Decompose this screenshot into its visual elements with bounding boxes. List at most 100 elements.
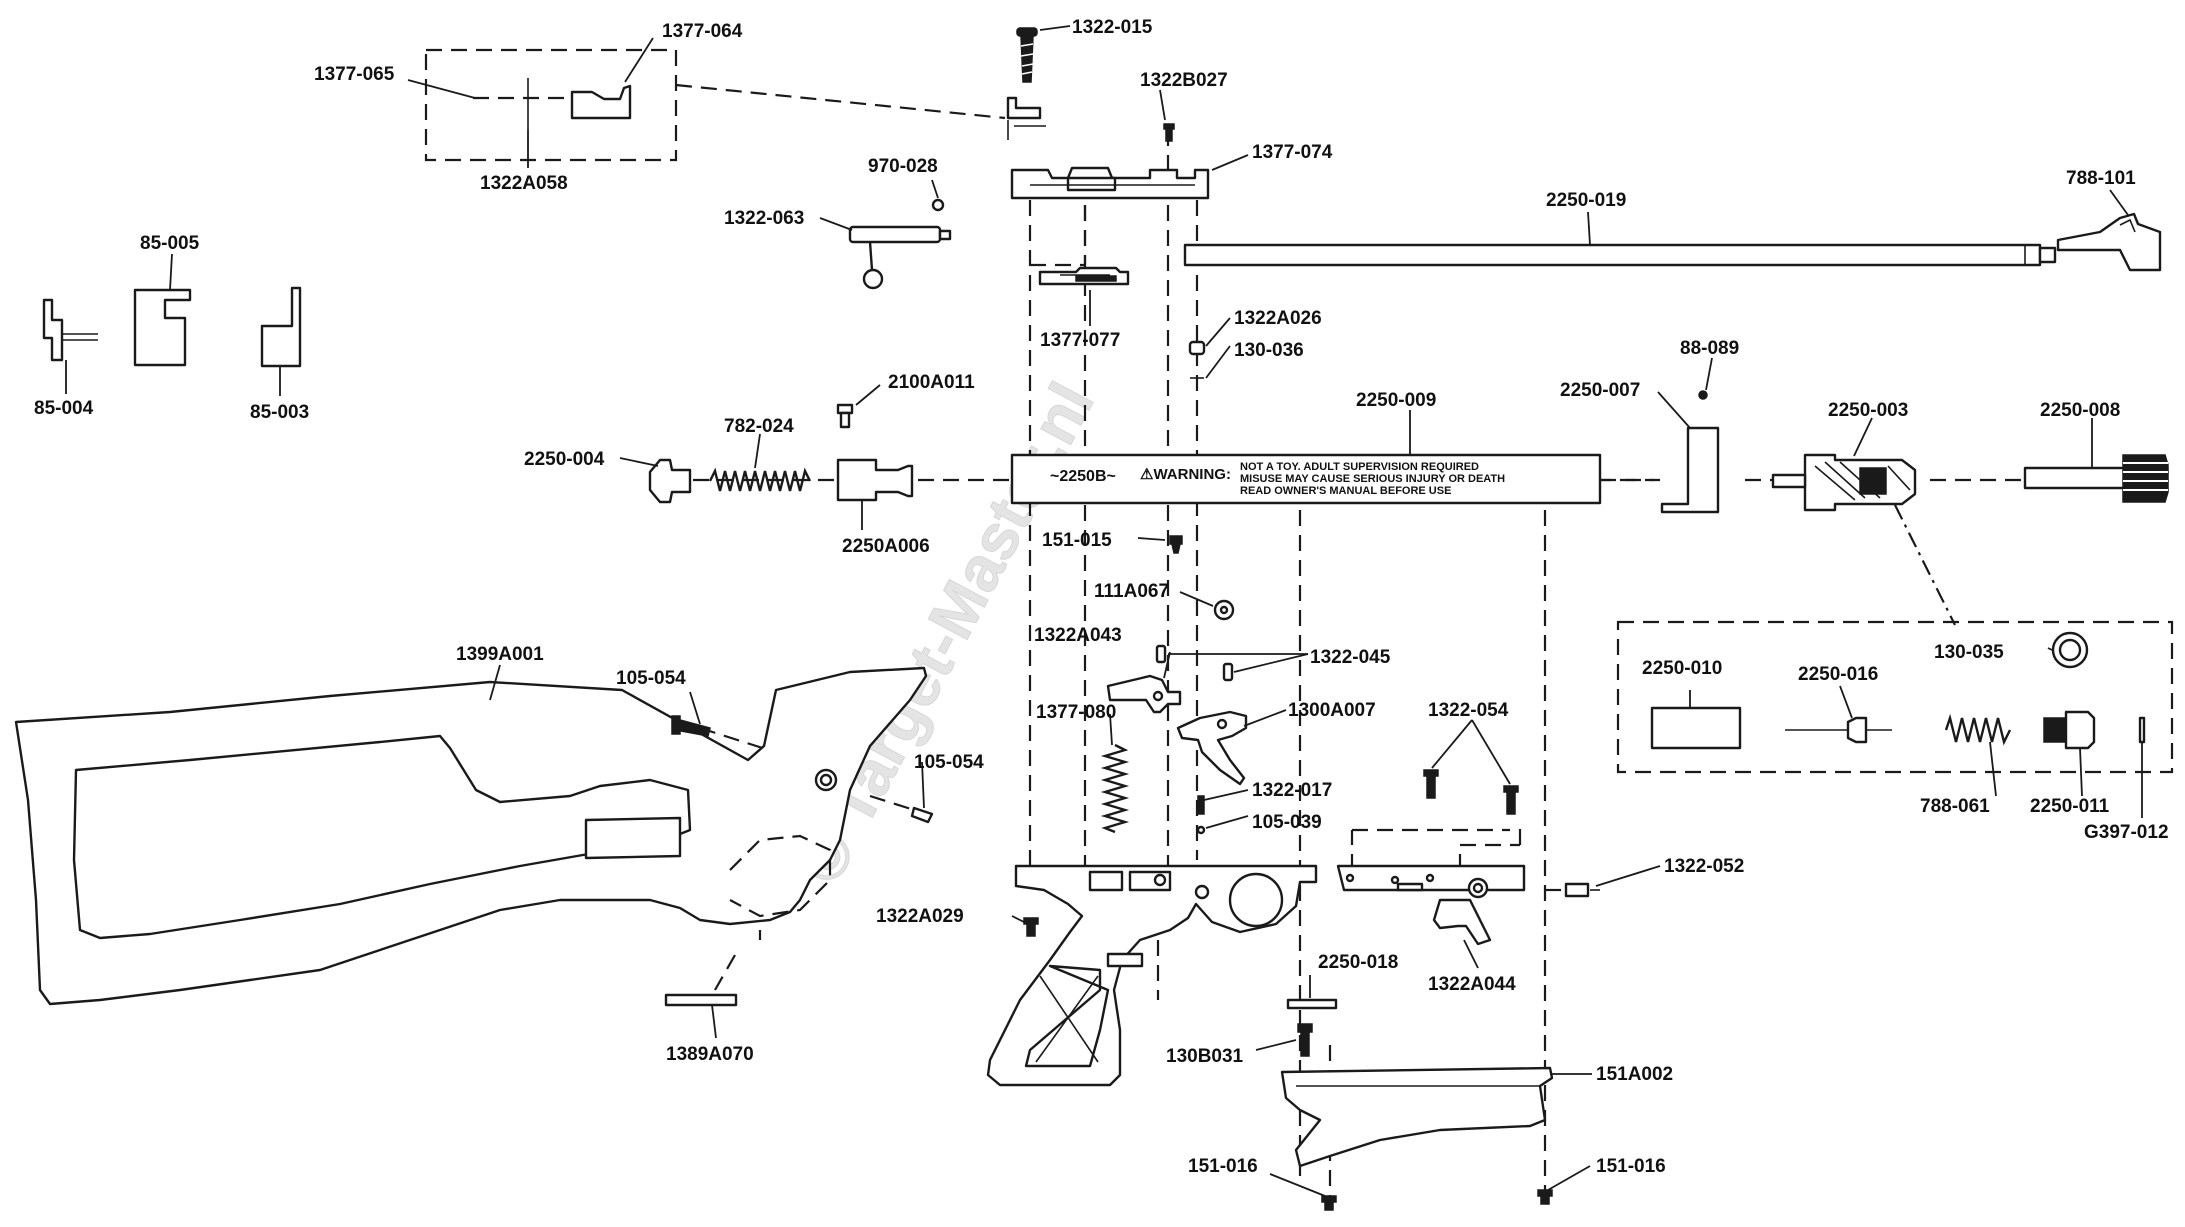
firing-pin-detail-box: [1616, 620, 2174, 774]
label-1300A007: 1300A007: [1288, 700, 1376, 721]
screw-151-016-b: [1537, 1189, 1553, 1205]
shoulder-stock: [14, 666, 928, 1006]
bolt-latch: [1038, 266, 1130, 286]
label-1322-054: 1322-054: [1428, 700, 1509, 721]
seal-G397-012: [2138, 716, 2146, 744]
label-88-089: 88-089: [1680, 338, 1739, 359]
screw-1322B027: [1163, 123, 1175, 142]
assembly-lines: [473, 83, 2025, 1200]
label-111A067: 111A067: [1094, 581, 1169, 602]
label-1322A029: 1322A029: [876, 906, 964, 927]
valve-assembly: [1771, 453, 1917, 512]
oring-130-035: [2051, 631, 2089, 669]
forend: [1280, 1066, 1554, 1168]
warning-line-3: READ OWNER'S MANUAL BEFORE USE: [1240, 485, 1451, 497]
washer-111A067: [1213, 599, 1235, 621]
label-1377-074: 1377-074: [1252, 142, 1333, 163]
barrel: [1183, 243, 2057, 267]
model-marking: ~2250B~: [1050, 468, 1116, 485]
label-130-036: 130-036: [1234, 340, 1304, 361]
screw-130B031: [1297, 1023, 1313, 1057]
rear-sight-elevator: [1006, 96, 1046, 140]
pin-1322-045-a: [1155, 644, 1167, 664]
sight-part-85-005: [133, 288, 192, 367]
label-85-003: 85-003: [250, 402, 309, 423]
ball-105-039: [1196, 825, 1206, 835]
screw-1322-054-b: [1503, 785, 1519, 815]
label-2250-007: 2250-007: [1560, 380, 1640, 401]
label-2250-016: 2250-016: [1798, 664, 1878, 685]
sight-part-85-004: [42, 298, 98, 362]
end-cap: [648, 458, 692, 504]
label-105-054-b: 105-054: [914, 752, 984, 773]
label-2250-004: 2250-004: [524, 449, 605, 470]
valve-cap-2250-011: [2043, 710, 2096, 750]
label-1399A001: 1399A001: [456, 644, 544, 665]
label-970-028: 970-028: [868, 156, 938, 177]
label-1322-015: 1322-015: [1072, 17, 1153, 38]
label-130-035: 130-035: [1934, 642, 2004, 663]
screw-2100A011: [836, 403, 854, 429]
screw-151-015: [1169, 535, 1183, 554]
screw-151-016-a: [1321, 1195, 1337, 1211]
sight-part-85-003: [260, 286, 302, 368]
label-1322A044: 1322A044: [1428, 974, 1516, 995]
barrel-band: [1660, 426, 1720, 514]
screw-1322-054-a: [1423, 769, 1439, 799]
label-105-054-a: 105-054: [616, 668, 686, 689]
label-782-024: 782-024: [724, 416, 794, 437]
safety-plate: [1336, 864, 1526, 899]
washer-2250-018: [1286, 998, 1338, 1010]
sear: [1106, 674, 1182, 714]
screw-1322A029: [1023, 917, 1039, 937]
label-2250-010: 2250-010: [1642, 658, 1722, 679]
valve-body-2250-010: [1650, 706, 1742, 750]
label-1322-045: 1322-045: [1310, 647, 1391, 668]
label-85-005: 85-005: [140, 233, 200, 254]
label-130B031: 130B031: [1166, 1046, 1244, 1067]
label-1389A070: 1389A070: [666, 1044, 754, 1065]
warning-line-1: NOT A TOY. ADULT SUPERVISION REQUIRED: [1240, 461, 1479, 473]
label-1322B027: 1322B027: [1140, 70, 1228, 91]
label-2250-003: 2250-003: [1828, 400, 1908, 421]
screw-1322-015: [1016, 27, 1038, 83]
label-1322A026: 1322A026: [1234, 308, 1322, 329]
rear-sight-detail-box: [424, 48, 678, 162]
washer-1322A026: [1188, 340, 1206, 356]
warning-line-2: MISUSE MAY CAUSE SERIOUS INJURY OR DEATH: [1240, 473, 1505, 485]
label-151-015: 151-015: [1042, 530, 1112, 551]
safety-button: [1564, 882, 1600, 898]
buttplate-piece: [664, 993, 738, 1007]
leader-lines: [65, 25, 2143, 1197]
rear-sight-base: [1010, 166, 1210, 200]
trigger-spring: [1100, 743, 1130, 834]
label-105-039: 105-039: [1252, 812, 1322, 833]
label-1322-063: 1322-063: [724, 208, 804, 229]
trigger: [1176, 710, 1248, 786]
ball-970-028: [931, 198, 945, 212]
label-1377-065: 1377-065: [314, 64, 395, 85]
label-1322A043: 1322A043: [1034, 625, 1122, 646]
label-2100A011: 2100A011: [888, 372, 975, 393]
warning-marking: ⚠WARNING:: [1140, 466, 1231, 483]
spring-1322-017: [1197, 795, 1205, 815]
label-788-061: 788-061: [1920, 796, 1990, 817]
label-1322-017: 1322-017: [1252, 780, 1332, 801]
rear-sight-leaf: [570, 84, 632, 120]
label-2250-011: 2250-011: [2030, 796, 2110, 817]
co2-end-cap: [2023, 454, 2169, 503]
firing-pin-2250-016: [1785, 716, 1892, 744]
safety-lever: [1432, 898, 1492, 946]
screw-105-054-a: [671, 715, 711, 737]
ball-88-089: [1698, 390, 1708, 400]
label-G397-012: G397-012: [2084, 822, 2169, 843]
bolt-handle: [848, 225, 952, 290]
label-2250-019: 2250-019: [1546, 190, 1626, 211]
part-labels: 1377-064 1377-065 1322A058 1322-015 1322…: [34, 17, 2169, 1177]
label-2250-008: 2250-008: [2040, 400, 2120, 421]
label-85-004: 85-004: [34, 398, 94, 419]
label-1322A058: 1322A058: [480, 173, 568, 194]
label-2250-009: 2250-009: [1356, 390, 1436, 411]
label-1322-052: 1322-052: [1664, 856, 1744, 877]
